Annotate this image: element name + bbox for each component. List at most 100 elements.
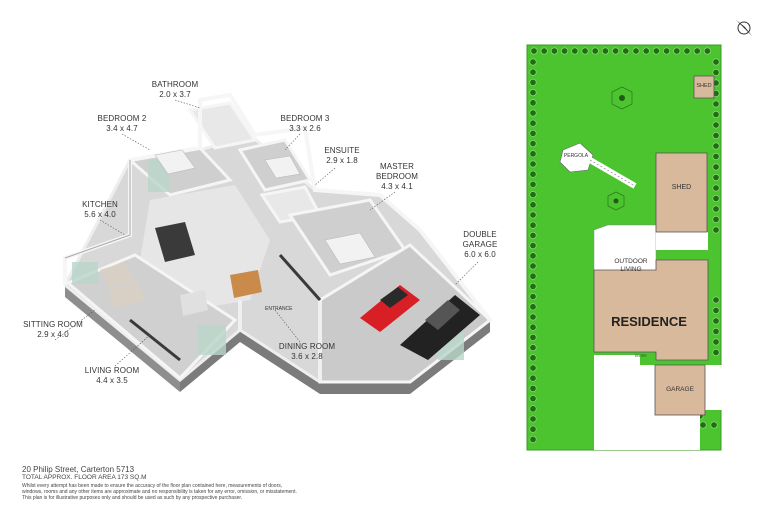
ensuite-dims: 2.9 x 1.8 xyxy=(326,156,358,165)
small-shed-label: SHED xyxy=(696,83,712,89)
bathroom-floor xyxy=(187,101,258,150)
shed-path xyxy=(656,232,708,250)
hedge-tree xyxy=(529,89,537,97)
living-window xyxy=(198,325,226,355)
hedge-tree xyxy=(677,421,685,429)
master-bedroom-label: MASTER BEDROOM 4.3 x 4.1 xyxy=(366,162,428,192)
hedge-tree xyxy=(703,47,711,55)
dining-dims: 3.6 x 2.8 xyxy=(291,352,323,361)
hedge-tree xyxy=(581,47,589,55)
hedge-tree xyxy=(642,47,650,55)
hedge-tree xyxy=(529,364,537,372)
hedge-tree xyxy=(712,153,720,161)
hedge-tree xyxy=(712,338,720,346)
hedge-tree xyxy=(632,47,640,55)
hedge-tree xyxy=(529,374,537,382)
hedge-tree xyxy=(600,421,608,429)
bed-3 xyxy=(264,155,301,179)
shed-building xyxy=(655,152,708,233)
hedge-tree xyxy=(529,109,537,117)
hedge-tree xyxy=(712,195,720,203)
hedge-tree xyxy=(529,405,537,413)
hedge-tree xyxy=(529,303,537,311)
hedge-tree xyxy=(666,421,674,429)
kitchen-label: KITCHEN 5.6 x 4.0 xyxy=(70,200,130,220)
hex-tree-center xyxy=(619,95,625,101)
hedge-tree xyxy=(529,354,537,362)
sitting-title: SITTING ROOM xyxy=(23,320,83,329)
bed-2 xyxy=(154,149,196,175)
hedge-tree xyxy=(529,282,537,290)
bedroom-3-label: BEDROOM 3 3.3 x 2.6 xyxy=(270,114,340,134)
sitting-room-label: SITTING ROOM 2.9 x 4.0 xyxy=(20,320,86,340)
hedge-tree xyxy=(712,142,720,150)
hedge-tree xyxy=(529,333,537,341)
hedge-tree xyxy=(712,69,720,77)
hedge-tree xyxy=(591,47,599,55)
hedge-tree xyxy=(712,174,720,182)
hedge-tree xyxy=(712,163,720,171)
hedge-tree xyxy=(712,111,720,119)
bathroom-label: BATHROOM 2.0 x 3.7 xyxy=(140,80,210,100)
bedroom-3-dims: 3.3 x 2.6 xyxy=(289,124,321,133)
hedge-tree xyxy=(712,90,720,98)
hedge-tree xyxy=(530,47,538,55)
hedge-tree xyxy=(663,47,671,55)
hedge-tree xyxy=(712,132,720,140)
hedge-tree xyxy=(612,47,620,55)
living-room-label: LIVING ROOM 4.4 x 3.5 xyxy=(80,366,144,386)
disclaimer-line-2: windows, rooms and any other items are a… xyxy=(22,489,297,495)
hedge-tree xyxy=(712,348,720,356)
hedge-tree xyxy=(529,201,537,209)
black-car xyxy=(400,295,480,360)
hedge-tree xyxy=(636,404,644,412)
hedge-tree xyxy=(699,421,707,429)
hedge-tree xyxy=(529,415,537,423)
kitchen-title: KITCHEN xyxy=(82,200,118,209)
hedge-tree xyxy=(712,58,720,66)
bedroom-3-title: BEDROOM 3 xyxy=(280,114,330,123)
hex-tree-center-2 xyxy=(613,198,619,204)
hedge-tree xyxy=(622,47,630,55)
hedge-tree xyxy=(712,306,720,314)
hedge-tree xyxy=(529,78,537,86)
shed-label: SHED xyxy=(671,184,692,191)
garage-title-1: DOUBLE xyxy=(463,230,497,239)
floor-area: TOTAL APPROX. FLOOR AREA 173 SQ.M xyxy=(22,474,147,481)
hedge-tree xyxy=(712,184,720,192)
hedge-tree xyxy=(712,205,720,213)
hedge-tree xyxy=(693,47,701,55)
ensuite-title: ENSUITE xyxy=(324,146,360,155)
entrance-label: ENTRANCE xyxy=(265,306,293,312)
hedge-tree xyxy=(529,435,537,443)
sitting-dims: 2.9 x 4.0 xyxy=(37,330,69,339)
master-title-1: MASTER xyxy=(380,162,414,171)
hedge-tree xyxy=(529,160,537,168)
kitchen-island xyxy=(155,222,195,262)
hedge-tree xyxy=(529,293,537,301)
bathroom-title: BATHROOM xyxy=(151,80,199,89)
hedge-tree xyxy=(529,252,537,260)
hedge-tree xyxy=(712,226,720,234)
hedge-tree xyxy=(529,68,537,76)
living-title: LIVING ROOM xyxy=(84,366,140,375)
sofa-1 xyxy=(100,262,135,288)
sitting-window xyxy=(72,262,98,284)
garage-dividing-wall xyxy=(278,254,322,301)
hedge-tree xyxy=(622,421,630,429)
hedge-tree xyxy=(655,421,663,429)
hedge-tree xyxy=(683,47,691,55)
hedge-tree xyxy=(712,327,720,335)
hedge-tree xyxy=(712,100,720,108)
living-wall-dark xyxy=(129,318,181,362)
dining-room-label: DINING ROOM 3.6 x 2.8 xyxy=(272,342,342,362)
pergola-label: PERGOLA xyxy=(563,153,589,159)
disclaimer-line-1: Whilst every attempt has been made to en… xyxy=(22,483,283,489)
hedge-tree xyxy=(529,272,537,280)
hedge-tree xyxy=(529,344,537,352)
compass-icon xyxy=(736,20,752,36)
hedge-tree xyxy=(529,150,537,158)
hedge-tree xyxy=(529,170,537,178)
hedge-tree xyxy=(529,99,537,107)
hedge-tree xyxy=(712,121,720,129)
